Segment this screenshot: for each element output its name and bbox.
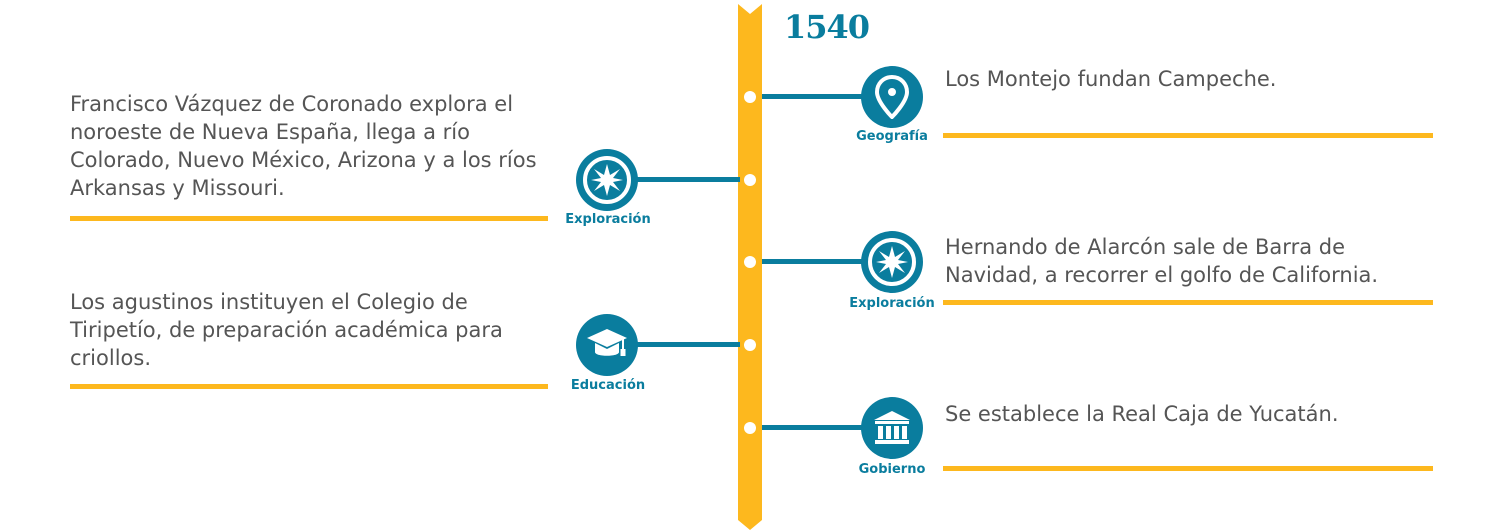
- event-underline: [943, 133, 1433, 138]
- category-label: Exploración: [849, 296, 935, 311]
- map-pin-icon: [861, 66, 923, 128]
- event-underline: [943, 466, 1433, 471]
- category-label: Gobierno: [858, 462, 926, 477]
- connector: [762, 425, 872, 430]
- event-underline: [70, 216, 548, 221]
- timeline-dot: [744, 256, 756, 268]
- connector: [762, 94, 872, 99]
- year-heading: 1540: [784, 8, 870, 46]
- event-underline: [70, 384, 548, 389]
- category-label: Educación: [570, 378, 646, 393]
- event-text: Francisco Vázquez de Coronado explora el…: [70, 92, 537, 200]
- connector: [762, 259, 872, 264]
- connector: [630, 177, 740, 182]
- event-underline: [943, 300, 1433, 305]
- event-text: Los Montejo fundan Campeche.: [945, 67, 1277, 91]
- compass-icon: [576, 149, 638, 211]
- government-building-icon: [861, 397, 923, 459]
- event-text: Se establece la Real Caja de Yucatán.: [945, 402, 1339, 426]
- timeline-dot: [744, 339, 756, 351]
- event-text: Los agustinos instituyen el Colegio de T…: [70, 290, 503, 370]
- compass-icon: [861, 231, 923, 293]
- connector: [630, 342, 740, 347]
- category-label: Exploración: [565, 212, 651, 227]
- event-text: Hernando de Alarcón sale de Barra de Nav…: [945, 235, 1379, 287]
- graduation-cap-icon: [576, 314, 638, 376]
- timeline-dot: [744, 174, 756, 186]
- timeline-dot: [744, 422, 756, 434]
- category-label: Geografía: [856, 129, 928, 144]
- timeline-dot: [744, 91, 756, 103]
